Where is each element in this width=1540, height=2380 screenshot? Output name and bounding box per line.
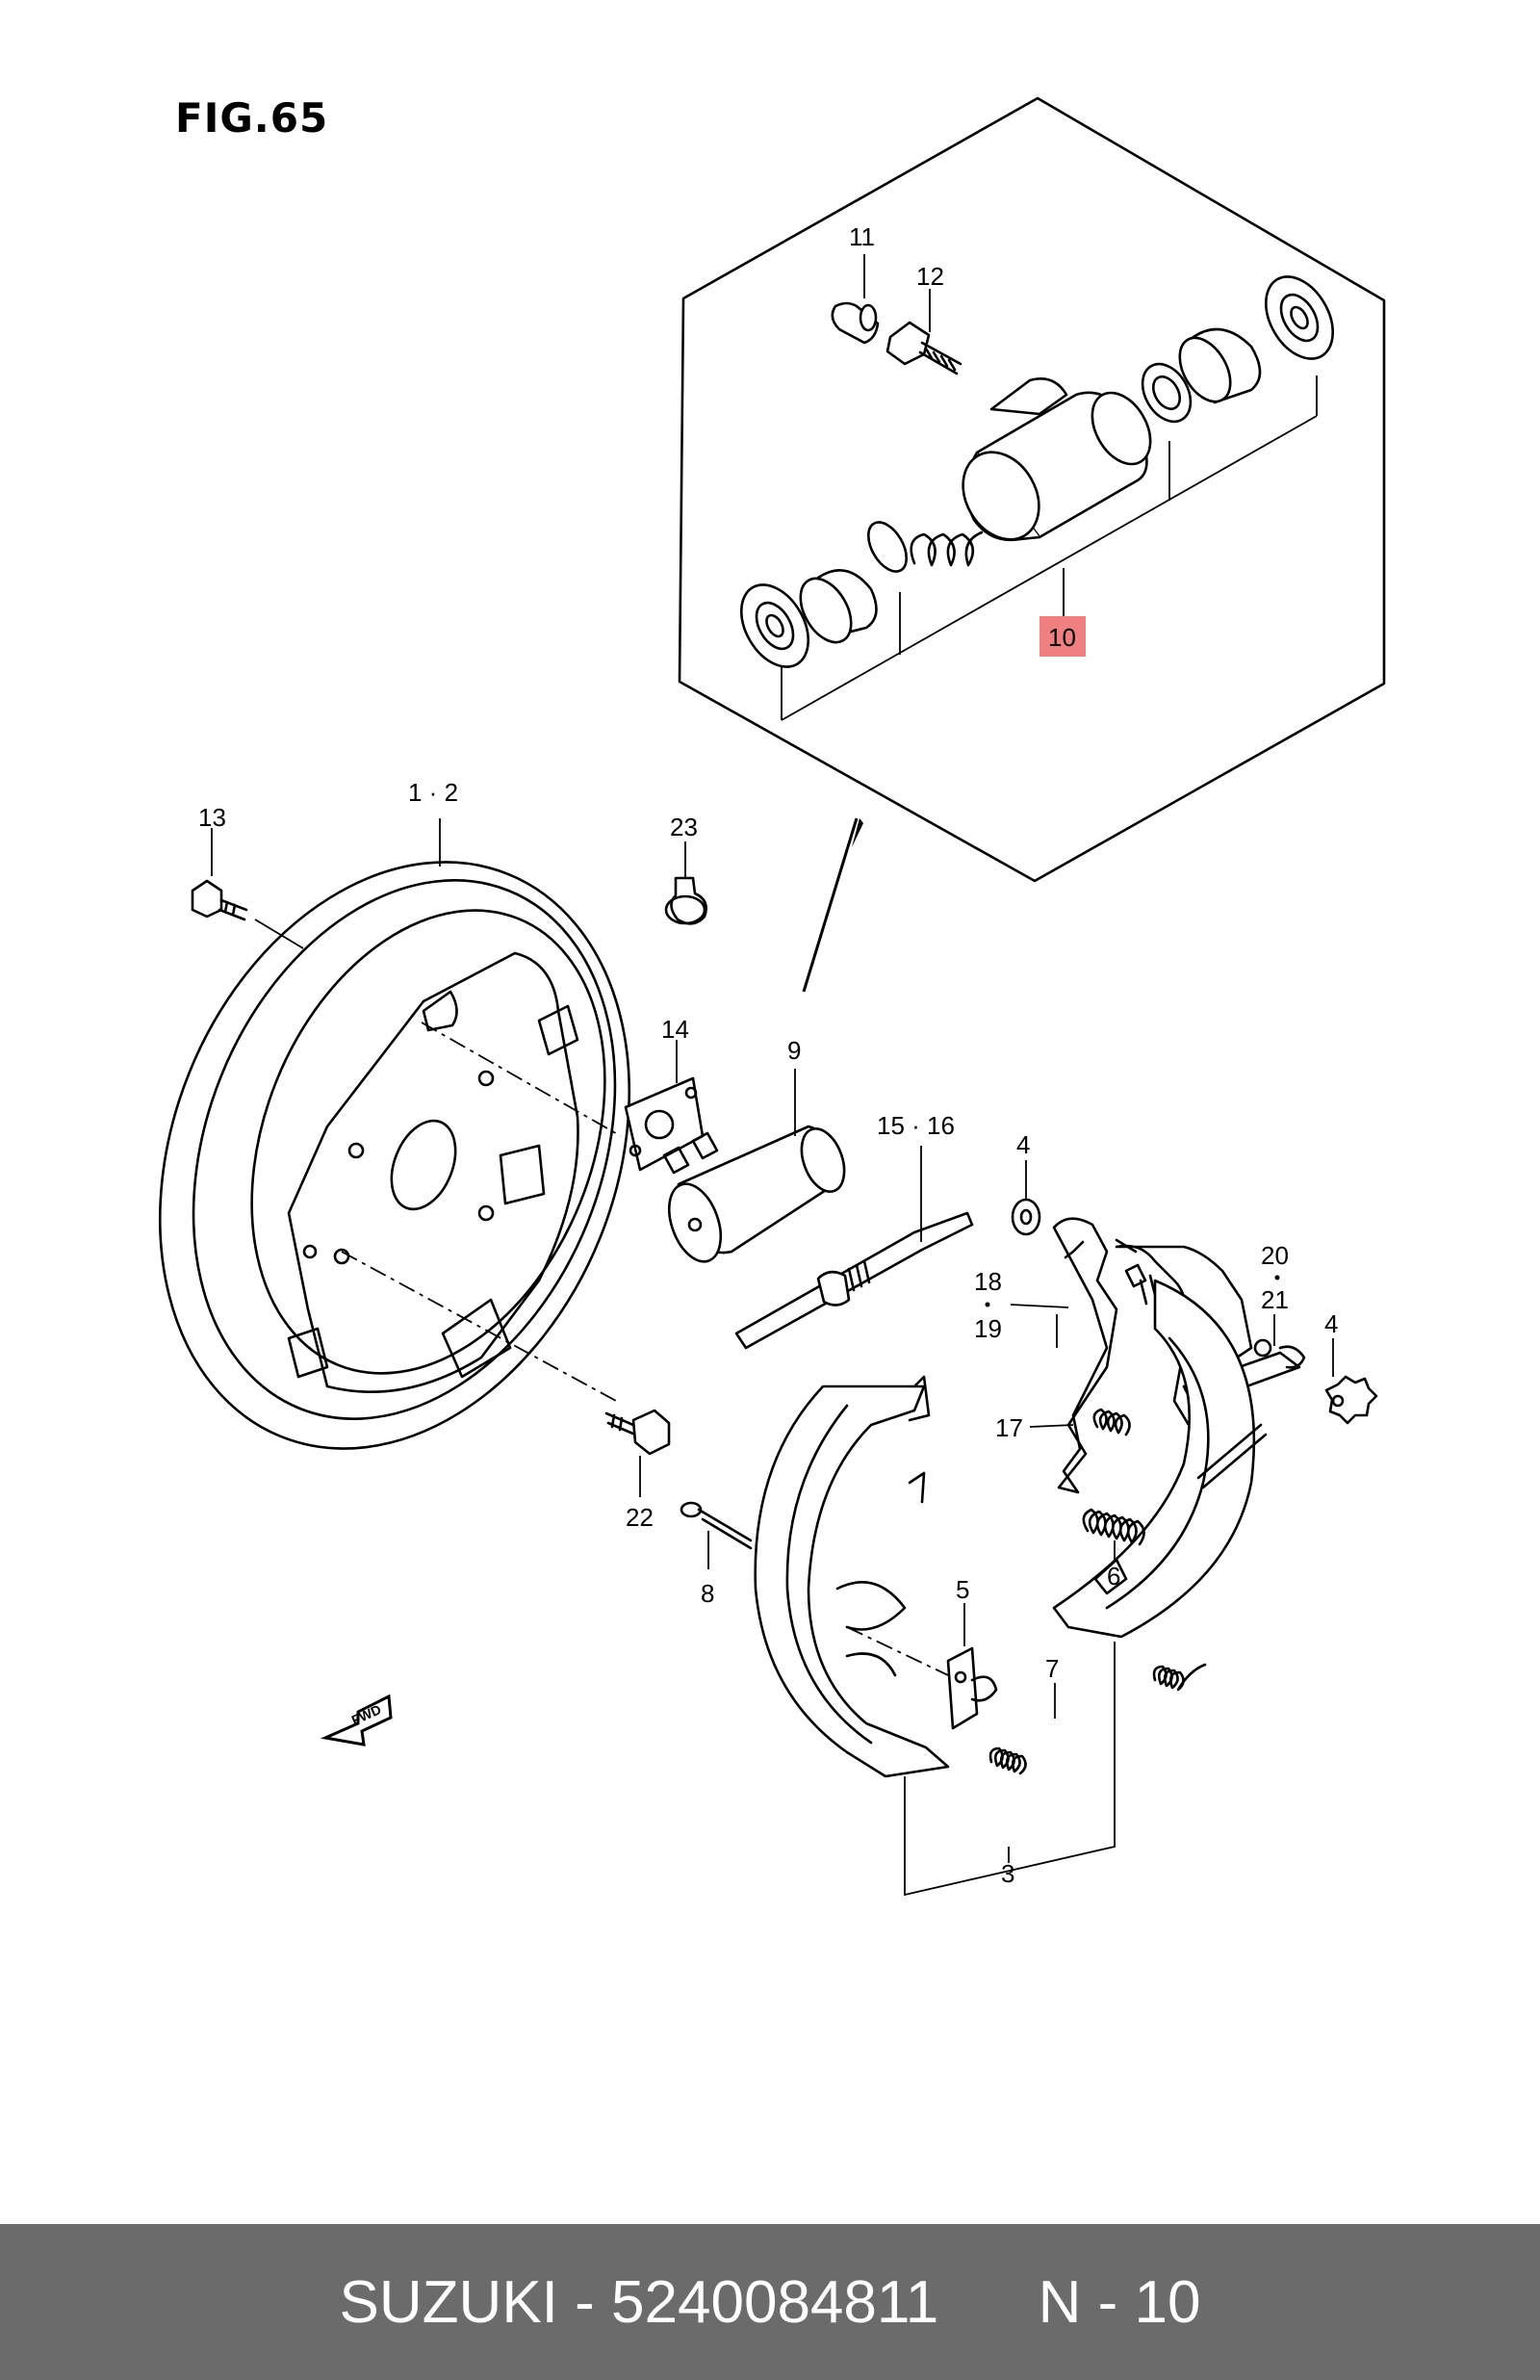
parking-lever bbox=[1052, 1217, 1306, 1494]
bolt-22 bbox=[604, 1409, 671, 1456]
callout-15-16: 15 · 16 bbox=[877, 1111, 955, 1140]
callout-10: 10 bbox=[1048, 623, 1076, 652]
callout-4b: 4 bbox=[1324, 1309, 1338, 1338]
pin-8 bbox=[680, 1501, 753, 1550]
part-footer: SUZUKI - 5240084811 N - 10 bbox=[0, 2224, 1540, 2380]
spring-6 bbox=[1082, 1423, 1268, 1546]
callout-23: 23 bbox=[670, 813, 698, 841]
callout-7: 7 bbox=[1045, 1654, 1059, 1683]
footer-separator: - bbox=[575, 2268, 595, 2336]
brake-shoe-right bbox=[1052, 1279, 1256, 1639]
washer-4a bbox=[1011, 1198, 1041, 1236]
callout-12: 12 bbox=[916, 262, 944, 291]
callout-13: 13 bbox=[198, 803, 226, 832]
inset-frame bbox=[678, 96, 1386, 883]
callout-3: 3 bbox=[1001, 1859, 1014, 1888]
wheel-cylinder-body bbox=[962, 377, 1152, 542]
callout-8: 8 bbox=[701, 1579, 714, 1608]
callout-17: 17 bbox=[995, 1413, 1023, 1442]
footer-part-number: 5240084811 bbox=[611, 2268, 939, 2336]
callout-5: 5 bbox=[956, 1575, 969, 1604]
washer-4b bbox=[1324, 1375, 1378, 1425]
bleeder-cap bbox=[831, 301, 880, 345]
spring-17 bbox=[1092, 1408, 1131, 1436]
callout-11: 11 bbox=[849, 222, 875, 251]
wheel-cylinder-inset: 11 12 10 bbox=[678, 96, 1386, 993]
wheel-cylinder-9 bbox=[662, 1125, 846, 1263]
brake-exploded-diagram: 11 12 10 1 · 2 13 23 bbox=[158, 96, 1386, 1897]
bolt-13 bbox=[191, 879, 248, 921]
callout-9: 9 bbox=[787, 1036, 801, 1065]
clip-5 bbox=[946, 1646, 998, 1730]
callout-1-2: 1 · 2 bbox=[408, 778, 458, 807]
callout-22: 22 bbox=[626, 1503, 654, 1532]
callout-20: 20 bbox=[1261, 1241, 1289, 1270]
figure-title: FIG.65 bbox=[175, 94, 329, 142]
adjuster-strut bbox=[734, 1211, 974, 1350]
forward-arrow-icon: FWD bbox=[320, 1694, 393, 1746]
footer-brand: SUZUKI bbox=[339, 2268, 558, 2336]
callout-4a: 4 bbox=[1016, 1130, 1030, 1159]
callout-19: 19 bbox=[974, 1314, 1002, 1343]
brake-shoe-left bbox=[754, 1375, 950, 1778]
callout-21: 21 bbox=[1261, 1285, 1289, 1314]
callout-10-highlight bbox=[1040, 616, 1086, 657]
bleeder-screw bbox=[886, 321, 962, 375]
spring-7 bbox=[988, 1663, 1207, 1775]
callout-14: 14 bbox=[661, 1015, 689, 1044]
backing-plate bbox=[158, 861, 631, 1450]
callout-18: 18 bbox=[974, 1267, 1002, 1296]
callout-6: 6 bbox=[1107, 1562, 1120, 1591]
footer-ref: N - 10 bbox=[1038, 2268, 1201, 2336]
plug-23 bbox=[664, 876, 707, 925]
